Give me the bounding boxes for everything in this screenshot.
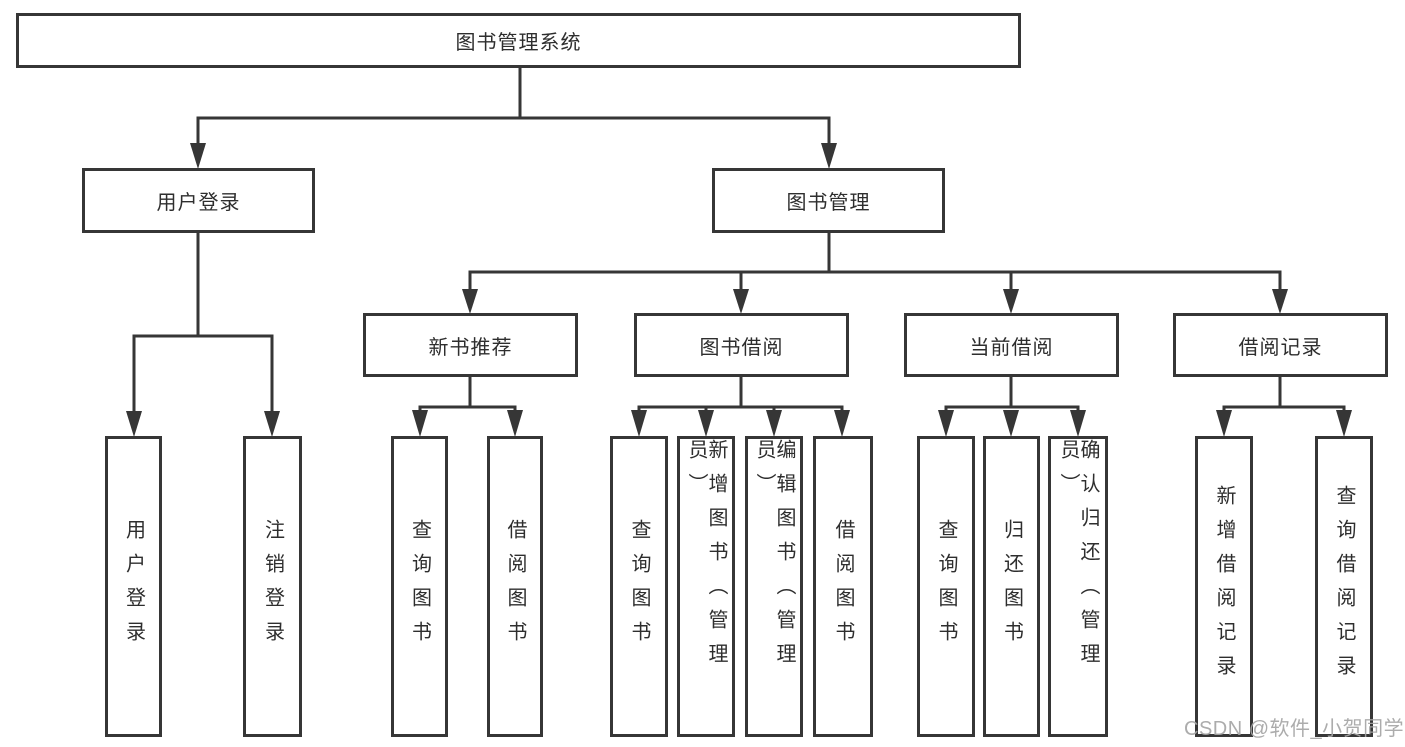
leaf-add-borrow-record: 新增借阅记录 [1195,436,1253,737]
connector-book-management-to-level3 [462,233,1288,314]
node-label: 借阅图书 [504,518,526,655]
arrowhead [938,410,954,437]
node-label: 图书管理系统 [455,32,582,54]
leaf-query-book: 查询图书 [610,436,668,737]
node-label: 新书推荐 [428,336,513,359]
arrowhead [507,410,523,437]
arrowhead [462,289,478,314]
connector-borrow-record-to-leaves [1216,377,1352,437]
node-user-login: 用户登录 [82,168,315,233]
leaf-query-book: 查询图书 [917,436,975,737]
arrowhead [190,143,206,169]
node-label: 查询图书 [408,518,431,655]
leaf-logout: 注销登录 [243,436,302,737]
node-label: 新增图书（管理员） [685,439,727,677]
arrowhead [698,410,714,437]
arrowhead [1003,410,1019,437]
node-label: 新增借阅记录 [1213,484,1235,689]
node-label: 确认归还（管理员） [1057,439,1099,677]
node-label: 查询借阅记录 [1333,484,1355,689]
leaf-borrow-book: 借阅图书 [813,436,873,737]
arrowhead [834,410,850,437]
connector-new-book-recommend-to-leaves [412,377,523,437]
connector-current-borrow-to-leaves [938,377,1086,437]
arrowhead [1070,410,1086,437]
node-label: 查询图书 [935,518,957,655]
leaf-confirm-return-admin: 确认归还（管理员） [1048,436,1108,737]
node-label: 借阅图书 [832,518,854,655]
node-label: 编辑图书（管理员） [753,439,795,677]
leaf-borrow-book: 借阅图书 [487,436,543,737]
node-label: 注销登录 [261,518,284,655]
node-label: 查询图书 [628,518,650,655]
arrowhead [126,411,142,437]
node-book-management: 图书管理 [712,168,945,233]
connector-user-login-to-leaves [126,233,280,437]
node-label: 图书管理 [786,192,871,214]
connector-book-borrow-to-leaves [631,377,850,437]
arrowhead [733,289,749,314]
arrowhead [1272,289,1288,314]
leaf-user-login: 用户登录 [105,436,162,737]
node-borrow-record: 借阅记录 [1173,313,1388,377]
leaf-add-book-admin: 新增图书（管理员） [677,436,735,737]
node-library-management-system: 图书管理系统 [16,13,1021,68]
node-label: 当前借阅 [969,336,1054,359]
arrowhead [412,410,428,437]
leaf-edit-book-admin: 编辑图书（管理员） [745,436,803,737]
node-label: 用户登录 [156,192,241,214]
leaf-query-borrow-record: 查询借阅记录 [1315,436,1373,737]
arrowhead [821,143,837,169]
node-book-borrow: 图书借阅 [634,313,849,377]
watermark: CSDN @软件_小贺同学 [1184,718,1405,740]
node-label: 图书借阅 [699,336,784,359]
leaf-query-book: 查询图书 [391,436,448,737]
node-label: 用户登录 [122,518,145,655]
arrowhead [631,410,647,437]
node-label: 借阅记录 [1238,336,1323,359]
arrowhead [264,411,280,437]
arrowhead [1216,410,1232,437]
node-new-book-recommend: 新书推荐 [363,313,578,377]
leaf-return-book: 归还图书 [983,436,1040,737]
connector-root-to-level2 [190,68,837,169]
arrowhead [766,410,782,437]
node-label: 归还图书 [1000,518,1023,655]
arrowhead [1003,289,1019,314]
node-current-borrow: 当前借阅 [904,313,1119,377]
arrowhead [1336,410,1352,437]
